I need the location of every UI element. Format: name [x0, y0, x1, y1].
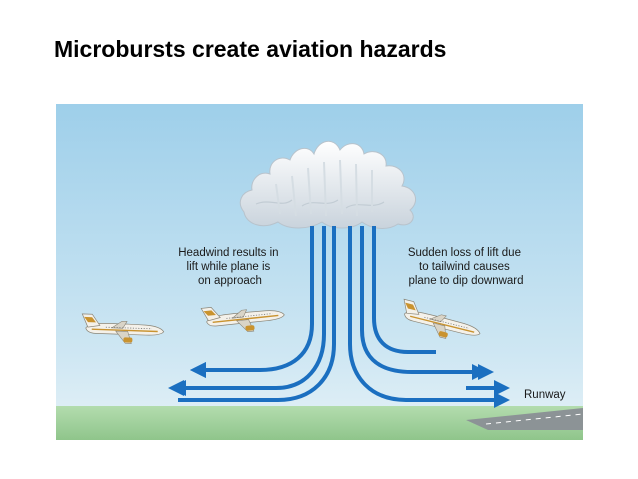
slide-title: Microbursts create aviation hazards: [54, 36, 447, 62]
annotation-headwind: Headwind results in lift while plane is …: [178, 247, 282, 287]
annotation-tailwind: Sudden loss of lift due to tailwind caus…: [408, 247, 524, 287]
runway: [466, 408, 583, 430]
storm-cloud: [239, 140, 417, 229]
microburst-diagram: Headwind results in lift while plane is …: [56, 104, 583, 440]
runway-label: Runway: [524, 389, 566, 401]
downdraft-arrows: [170, 226, 510, 408]
